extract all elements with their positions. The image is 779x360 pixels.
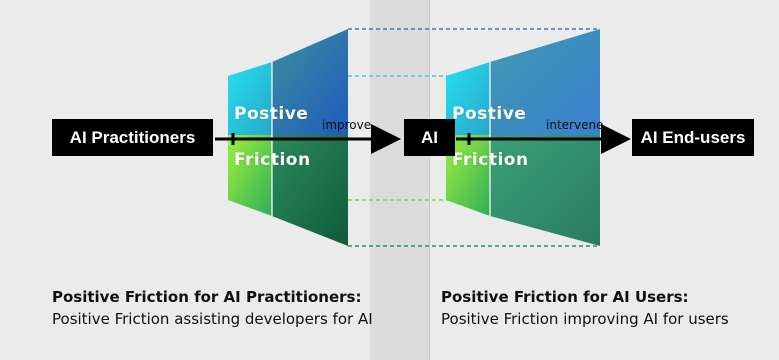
left-panel-bottom-right [272, 135, 348, 246]
left-panel-line2: Friction [234, 150, 311, 170]
edge-label-improve: improve [322, 118, 372, 132]
right-panel-line2: Friction [452, 150, 529, 170]
center-divider-line [429, 0, 430, 360]
edge-label-intervene: intervene [546, 118, 604, 132]
caption-right: Positive Friction for AI Users: Positive… [441, 286, 729, 330]
center-divider-band [370, 0, 430, 360]
right-panel-bottom-right [490, 135, 600, 246]
plus-icon-left [227, 133, 239, 145]
flow-arrows [215, 124, 631, 154]
left-panel-line1: Postive [234, 104, 309, 124]
right-friction-panel [446, 29, 600, 246]
caption-right-title: Positive Friction for AI Users: [441, 288, 689, 306]
right-panel-top-right [490, 29, 600, 135]
node-ai: AI [404, 119, 455, 156]
left-panel-top-right [272, 29, 348, 135]
right-panel-top-left [446, 62, 490, 135]
node-ai-practitioners: AI Practitioners [52, 119, 213, 156]
right-panel-line1: Postive [452, 104, 527, 124]
dashed-guides [348, 28, 600, 247]
caption-left-desc: Positive Friction assisting developers f… [52, 310, 373, 328]
caption-left-title: Positive Friction for AI Practitioners: [52, 288, 362, 306]
left-panel-bottom-left [228, 135, 272, 216]
right-panel-bottom-left [446, 135, 490, 216]
plus-icon-right [463, 133, 475, 145]
left-panel-top-left [228, 62, 272, 135]
node-ai-end-users: AI End-users [632, 119, 754, 156]
caption-right-desc: Positive Friction improving AI for users [441, 310, 729, 328]
caption-left: Positive Friction for AI Practitioners: … [52, 286, 373, 330]
